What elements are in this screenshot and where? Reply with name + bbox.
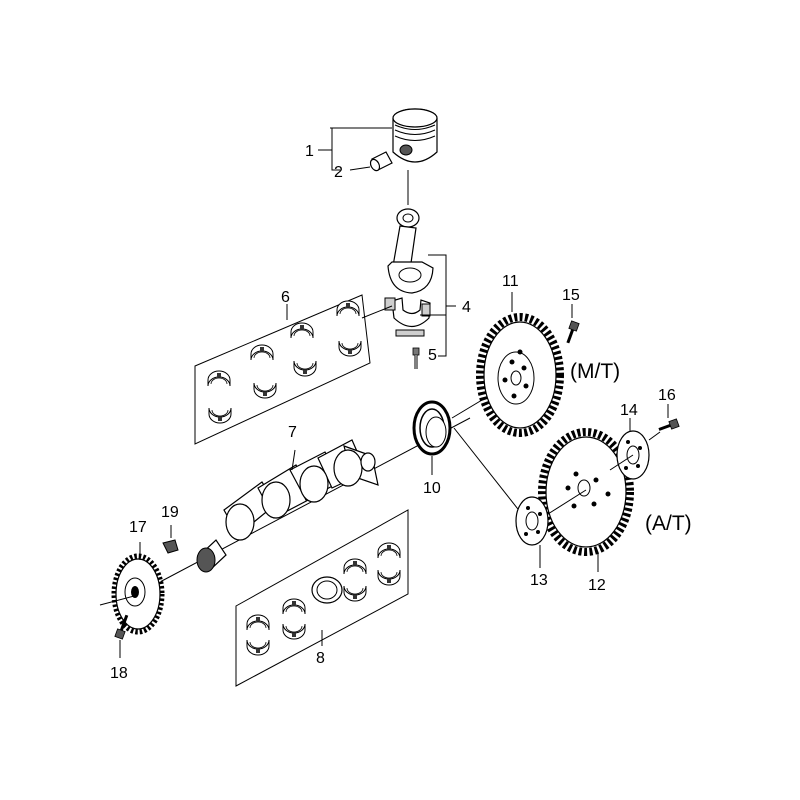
automatic-transmission-label: (A/T)	[645, 512, 692, 535]
drive-plate-at	[538, 428, 634, 556]
callout-14: 14	[620, 402, 638, 419]
callout-7: 7	[288, 424, 297, 441]
piston	[392, 108, 438, 163]
callout-11: 11	[502, 273, 519, 290]
adapter-plate	[515, 496, 549, 546]
piston-pin	[369, 151, 393, 172]
callout-13: 13	[530, 572, 548, 589]
callout-1: 1	[305, 143, 314, 160]
callout-15: 15	[562, 287, 580, 304]
callout-4: 4	[462, 299, 471, 316]
callout-12: 12	[588, 577, 606, 594]
callout-8: 8	[316, 650, 325, 667]
callout-2: 2	[334, 164, 343, 181]
connecting-rod-cap	[384, 297, 431, 337]
callout-18: 18	[110, 665, 128, 682]
rod-bearing-set	[194, 294, 393, 445]
rear-oil-seal	[412, 400, 452, 456]
manual-transmission-label: (M/T)	[570, 360, 620, 383]
timing-sprocket	[111, 553, 165, 635]
callout-5: 5	[428, 347, 437, 364]
callout-16: 16	[658, 387, 676, 404]
woodruff-key	[162, 539, 179, 554]
connecting-rod	[387, 208, 434, 294]
flywheel-mt	[476, 313, 564, 437]
callout-19: 19	[161, 504, 179, 521]
callout-10: 10	[423, 480, 441, 497]
callout-6: 6	[281, 289, 290, 306]
callout-17: 17	[129, 519, 147, 536]
main-bearing-set	[235, 509, 409, 687]
